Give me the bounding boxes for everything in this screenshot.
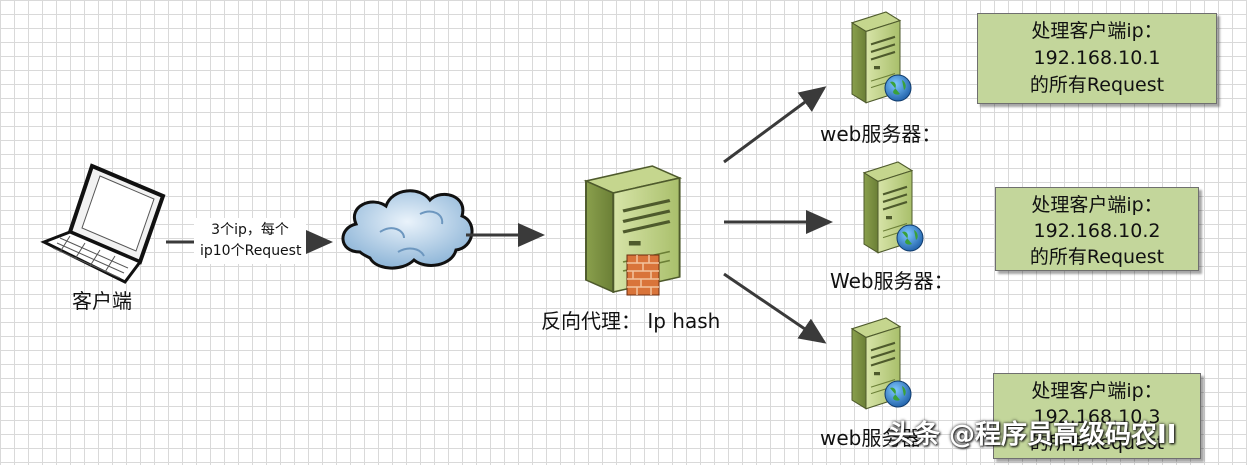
web-server-3-label: web服务器： xyxy=(820,426,942,450)
cloud-icon xyxy=(341,189,474,270)
note-server-3: 处理客户端ip： 192.168.10.3 的所有Request xyxy=(993,373,1201,459)
note-line-2: 192.168.10.3 xyxy=(1033,406,1161,428)
note-line-3: 的所有Request xyxy=(1029,74,1165,96)
web-server-2-label: Web服务器： xyxy=(830,269,954,293)
arrow-proxy-to-server-1 xyxy=(723,86,827,164)
note-line-2: 192.168.10.2 xyxy=(1033,220,1161,242)
note-line-2: 192.168.10.1 xyxy=(1033,47,1161,69)
arrow-proxy-to-server-3 xyxy=(723,272,827,344)
arrow-label: 3个ip，每个 ip10个Request xyxy=(200,220,302,262)
proxy-label: 反向代理： Ip hash xyxy=(541,309,721,333)
arrow-label-line-2: ip10个Request xyxy=(200,243,302,259)
arrow-label-line-1: 3个ip，每个 xyxy=(211,222,289,238)
note-line-3: 的所有Request xyxy=(1029,432,1165,454)
note-line-1: 处理客户端ip： xyxy=(1031,194,1163,216)
note-line-1: 处理客户端ip： xyxy=(1031,380,1163,402)
note-server-1: 处理客户端ip： 192.168.10.1 的所有Request xyxy=(977,13,1217,104)
note-line-1: 处理客户端ip： xyxy=(1031,20,1163,42)
globe-icon xyxy=(884,380,912,408)
firewall-icon xyxy=(626,254,660,296)
watermark: 头条 @程序员高级码农II xyxy=(888,420,1177,450)
globe-icon xyxy=(884,74,912,102)
laptop-icon xyxy=(40,163,166,284)
note-line-3: 的所有Request xyxy=(1029,246,1165,268)
note-server-2: 处理客户端ip： 192.168.10.2 的所有Request xyxy=(995,187,1199,271)
client-label: 客户端 xyxy=(72,289,132,313)
arrow-label-background xyxy=(194,218,306,264)
web-server-1-label: web服务器： xyxy=(820,122,942,146)
globe-icon xyxy=(896,224,924,252)
